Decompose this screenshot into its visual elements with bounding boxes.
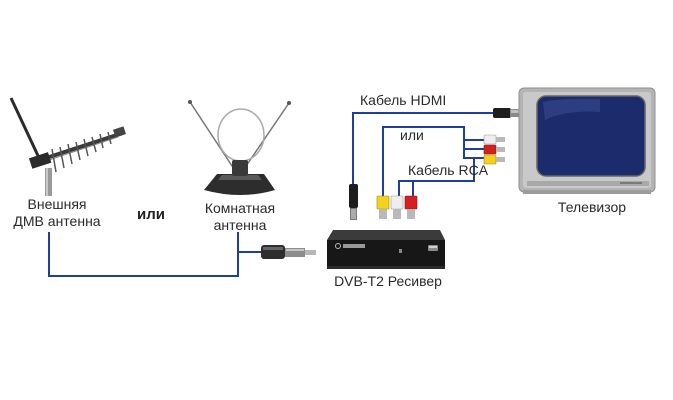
hdmi-plug-tv-icon: [493, 108, 520, 118]
or-antennas-label: или: [137, 206, 165, 223]
outdoor-antenna-icon: [9, 97, 126, 196]
indoor-antenna-label-line1: Комнатная: [204, 200, 276, 216]
coax-plug-icon: [261, 245, 316, 259]
indoor-antenna-label-line2: антенна: [213, 217, 267, 233]
outdoor-antenna-label-line1: Внешняя: [27, 196, 87, 212]
hdmi-plug-receiver-icon: [349, 184, 358, 220]
hdmi-cable-label: Кабель HDMI: [360, 92, 447, 108]
rca-plugs-receiver-icon: [376, 195, 418, 219]
indoor-antenna-label: Комнатная антенна: [190, 200, 290, 234]
rca-cable-label: Кабель RCA: [408, 162, 489, 178]
outdoor-antenna-label-line2: ДМВ антенна: [13, 213, 101, 229]
hdmi-signal-line: [352, 112, 494, 185]
outdoor-antenna-label: Внешняя ДМВ антенна: [2, 196, 112, 230]
antenna-signal-line: [48, 232, 262, 277]
tv-label: Телевизор: [557, 199, 627, 215]
indoor-antenna-icon: [188, 100, 291, 195]
receiver-box-icon: [327, 230, 445, 269]
rca-signal-line: [382, 126, 484, 198]
receiver-label: DVB-T2 Ресивер: [334, 273, 442, 289]
tv-icon: [518, 87, 656, 194]
rca-plugs-tv-icon: [483, 134, 505, 165]
or-cables-label: или: [400, 127, 424, 143]
